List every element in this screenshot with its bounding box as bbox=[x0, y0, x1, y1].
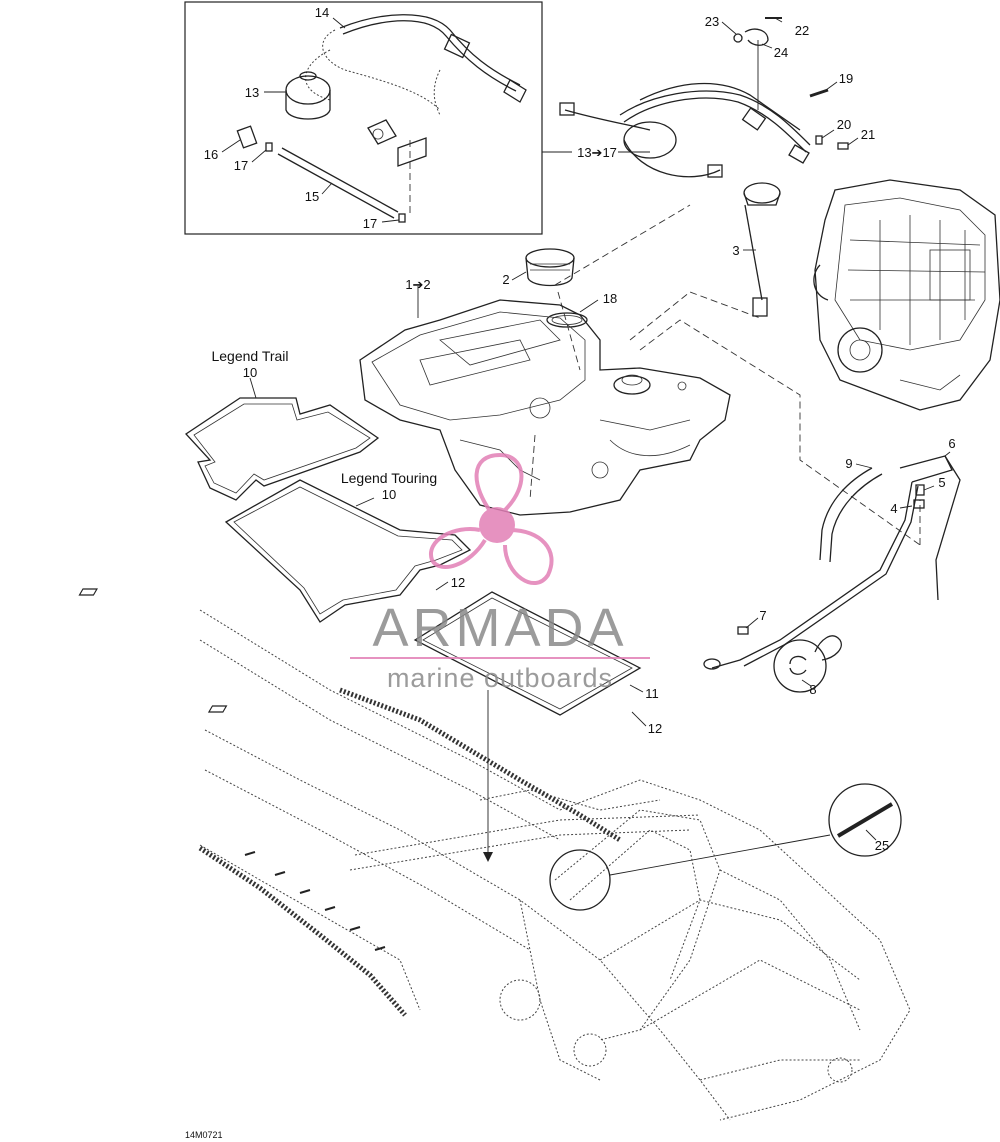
callout-16: 16 bbox=[204, 147, 218, 162]
callout-17-upper: 17 bbox=[234, 158, 248, 173]
callout-23: 23 bbox=[705, 14, 719, 29]
callout-25: 25 bbox=[875, 838, 889, 853]
fuel-level-gauge bbox=[743, 182, 781, 317]
callout-21: 21 bbox=[861, 127, 875, 142]
fuel-tank bbox=[359, 299, 731, 516]
callout-19: 19 bbox=[839, 71, 853, 86]
callout-11: 11 bbox=[645, 686, 659, 701]
engine-illustration bbox=[813, 179, 1000, 411]
callout-18: 18 bbox=[603, 291, 617, 306]
callout-13-to-17: 13➔17 bbox=[577, 145, 617, 160]
callout-leaders bbox=[221, 17, 951, 841]
callout-1-to-2: 1➔2 bbox=[405, 277, 430, 292]
vent-hoses bbox=[703, 455, 961, 693]
callout-3: 3 bbox=[732, 243, 739, 258]
callout-12-upper: 12 bbox=[451, 575, 465, 590]
callout-2: 2 bbox=[502, 272, 509, 287]
caption-legend-touring: Legend Touring bbox=[341, 470, 437, 486]
callout-9: 9 bbox=[845, 456, 852, 471]
callout-15: 15 bbox=[305, 189, 319, 204]
watermark-logo: ARMADA marine outboards bbox=[350, 452, 650, 693]
callout-10-touring: 10 bbox=[382, 487, 396, 502]
callout-6: 6 bbox=[948, 436, 955, 451]
callout-17-lower: 17 bbox=[363, 216, 377, 231]
floor-mat-trail bbox=[185, 397, 380, 501]
callout-24: 24 bbox=[774, 45, 788, 60]
callout-22: 22 bbox=[795, 23, 809, 38]
fuel-line-assembly bbox=[559, 17, 849, 178]
pad-clips bbox=[78, 588, 493, 862]
callout-13: 13 bbox=[245, 85, 259, 100]
caption-legend-trail: Legend Trail bbox=[211, 348, 288, 364]
callout-8: 8 bbox=[809, 682, 816, 697]
callout-10-trail: 10 bbox=[243, 365, 257, 380]
watermark-tagline: marine outboards bbox=[387, 663, 613, 693]
floor-mat-touring bbox=[224, 479, 472, 623]
callout-4: 4 bbox=[890, 501, 897, 516]
callout-14: 14 bbox=[315, 5, 329, 20]
callout-12-lower: 12 bbox=[648, 721, 662, 736]
fuel-pump-assembly-inset bbox=[236, 14, 527, 223]
seat-pad bbox=[413, 591, 642, 716]
propeller-icon bbox=[429, 452, 554, 585]
figure-reference: 14M0721 bbox=[185, 1130, 223, 1140]
inset-detail-box bbox=[184, 1, 572, 235]
chassis-frame bbox=[198, 609, 911, 1121]
watermark-brand: ARMADA bbox=[372, 598, 627, 658]
callout-20: 20 bbox=[837, 117, 851, 132]
callout-7: 7 bbox=[759, 608, 766, 623]
callout-5: 5 bbox=[938, 475, 945, 490]
fuel-cap bbox=[525, 248, 575, 287]
